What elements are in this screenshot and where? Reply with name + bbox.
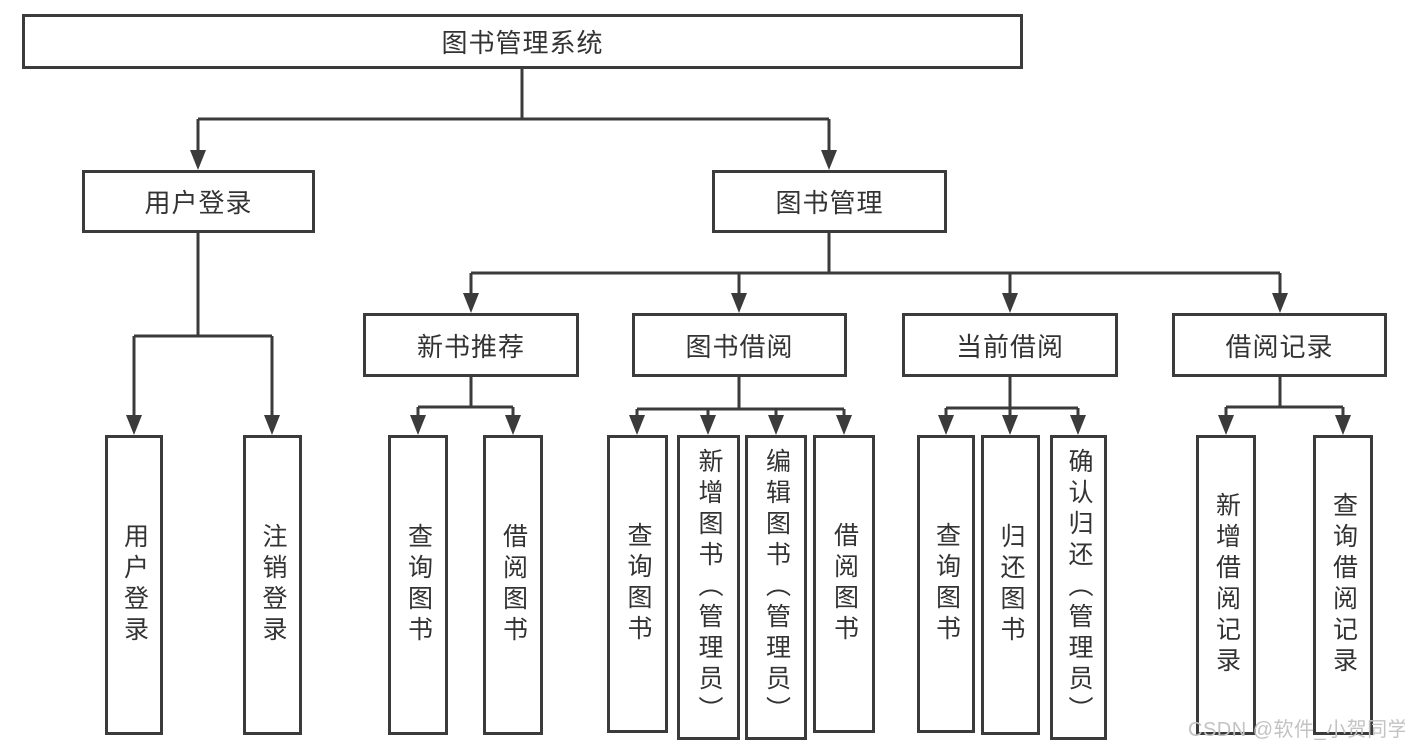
leaf-edit-books-admin: 编辑图书（管理员） <box>745 435 807 740</box>
node-current-borrowing-label: 当前借阅 <box>955 331 1064 362</box>
leaf-user-login-label: 用户登录 <box>120 523 149 647</box>
node-current-borrowing: 当前借阅 <box>902 313 1118 377</box>
csdn-watermark: CSDN @软件_小贺同学 <box>1188 719 1405 741</box>
node-user-login-label: 用户登录 <box>144 188 253 218</box>
leaf-query-books-recommend-label: 查询图书 <box>404 523 433 647</box>
leaf-confirm-return-admin-label: 确认归还（管理员） <box>1065 448 1093 727</box>
leaf-borrow-books-recommend-label: 借阅图书 <box>499 523 528 647</box>
connector-new-book-children <box>410 377 521 435</box>
leaf-edit-books-admin-label: 编辑图书（管理员） <box>762 448 791 727</box>
node-new-book-recommendation-label: 新书推荐 <box>416 331 525 362</box>
node-book-borrowing-label: 图书借阅 <box>685 331 794 362</box>
leaf-query-books-borrowing: 查询图书 <box>607 435 668 733</box>
connector-current-borrowing-children <box>938 377 1086 435</box>
leaf-logout-label: 注销登录 <box>259 523 287 647</box>
leaf-add-books-admin: 新增图书（管理员） <box>677 435 740 740</box>
leaf-query-books-borrowing-label: 查询图书 <box>624 522 652 646</box>
leaf-query-borrow-record-label: 查询借阅记录 <box>1329 492 1358 678</box>
connector-book-borrowing-children <box>629 377 852 435</box>
node-library-system-label: 图书管理系统 <box>441 28 604 58</box>
node-borrowing-records: 借阅记录 <box>1172 313 1387 377</box>
leaf-add-books-admin-label: 新增图书（管理员） <box>695 448 723 727</box>
node-new-book-recommendation: 新书推荐 <box>363 313 579 377</box>
leaf-add-borrow-record: 新增借阅记录 <box>1196 435 1256 735</box>
node-book-management: 图书管理 <box>712 170 947 233</box>
node-borrowing-records-label: 借阅记录 <box>1225 331 1334 362</box>
node-user-login: 用户登录 <box>82 170 315 233</box>
leaf-query-borrow-record: 查询借阅记录 <box>1313 435 1373 735</box>
connector-borrowing-records-children <box>1218 377 1351 435</box>
leaf-user-login: 用户登录 <box>105 435 163 735</box>
leaf-add-borrow-record-label: 新增借阅记录 <box>1212 492 1241 678</box>
leaf-borrow-books-label: 借阅图书 <box>830 522 859 646</box>
leaf-query-books-current-label: 查询图书 <box>932 522 961 646</box>
leaf-return-books: 归还图书 <box>981 435 1040 735</box>
node-book-management-label: 图书管理 <box>775 188 884 218</box>
leaf-query-books-recommend: 查询图书 <box>388 435 448 735</box>
connector-root-to-level2 <box>190 69 837 170</box>
leaf-confirm-return-admin: 确认归还（管理员） <box>1050 435 1107 740</box>
leaf-borrow-books-recommend: 借阅图书 <box>483 435 543 735</box>
leaf-query-books-current: 查询图书 <box>917 435 975 733</box>
node-book-borrowing: 图书借阅 <box>632 313 847 377</box>
node-library-system: 图书管理系统 <box>22 14 1023 69</box>
connector-book-management-to-level3 <box>463 233 1288 313</box>
leaf-borrow-books: 借阅图书 <box>813 435 875 733</box>
leaf-return-books-label: 归还图书 <box>997 523 1025 647</box>
connector-user-login-children <box>126 233 280 435</box>
leaf-logout: 注销登录 <box>243 435 302 735</box>
